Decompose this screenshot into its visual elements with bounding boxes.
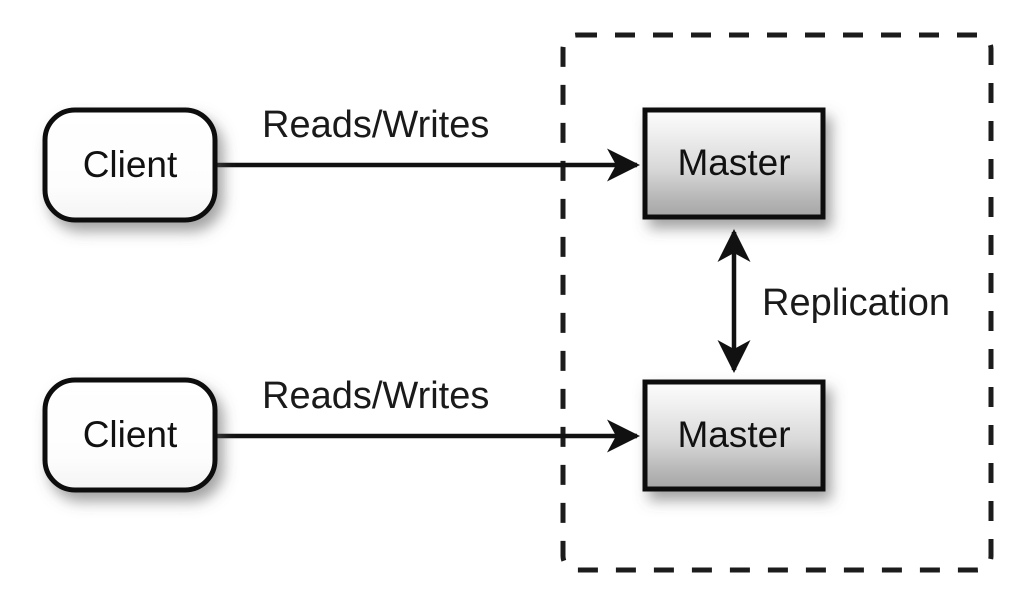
master-top-shape	[642, 107, 826, 220]
node-master-top[interactable]: Master	[642, 107, 826, 220]
replication-cluster-boundary	[560, 32, 994, 573]
master-bottom-shape	[642, 379, 826, 492]
node-client-bottom[interactable]: Client	[42, 377, 218, 493]
edge-label-reads-writes-bottom: Reads/Writes	[262, 375, 489, 417]
edge-label-replication: Replication	[762, 282, 950, 324]
client-bottom-label: Client	[83, 414, 178, 455]
node-master-bottom[interactable]: Master	[642, 379, 826, 492]
node-client-top[interactable]: Client	[42, 107, 218, 223]
client-bottom-shape	[42, 377, 218, 493]
client-top-shape	[42, 107, 218, 223]
edge-label-reads-writes-top: Reads/Writes	[262, 104, 489, 146]
master-top-label: Master	[677, 142, 790, 183]
client-top-label: Client	[83, 144, 178, 185]
master-bottom-label: Master	[677, 414, 790, 455]
